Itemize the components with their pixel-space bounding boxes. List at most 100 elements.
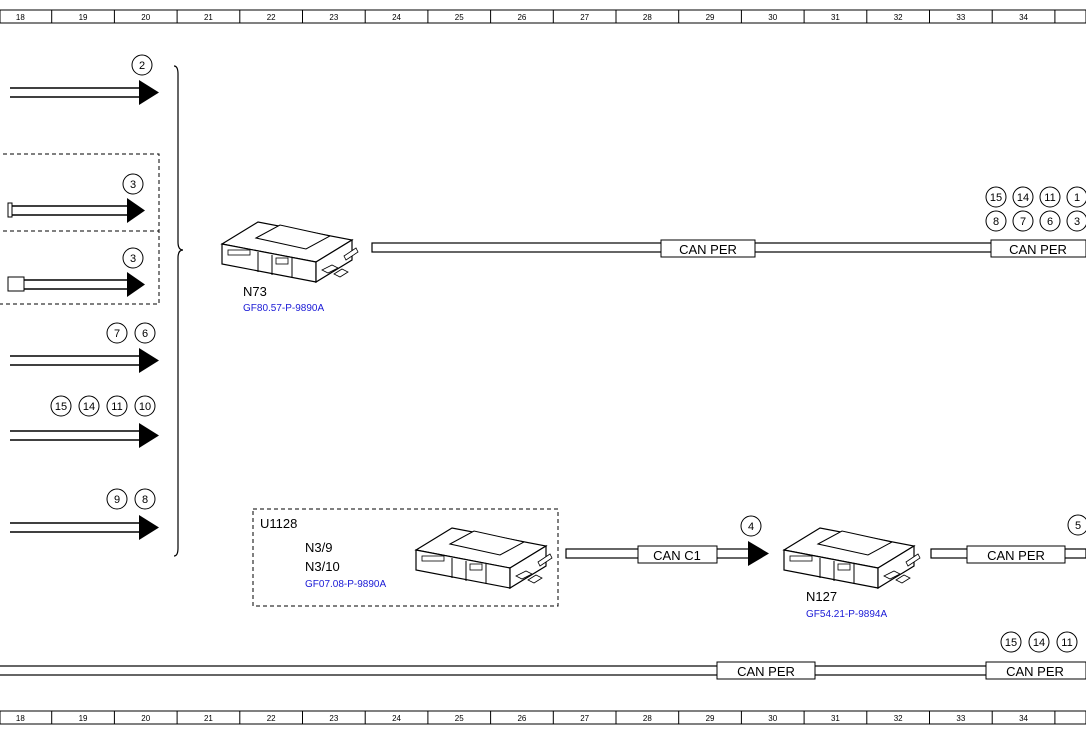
ref-circle-9[interactable]: 9 (106, 488, 128, 510)
ref-circle-6[interactable]: 6 (1039, 210, 1061, 232)
ref-circle-15[interactable]: 15 (985, 186, 1007, 208)
ref-circle-3[interactable]: 3 (122, 247, 144, 269)
can-c1-label: CAN C1 (653, 548, 701, 563)
ref-circle-3[interactable]: 3 (1066, 210, 1086, 232)
ruler-label: 19 (79, 714, 88, 723)
svg-text:3: 3 (1074, 216, 1080, 228)
ruler-label: 33 (956, 714, 965, 723)
ref-circle-14[interactable]: 14 (1028, 631, 1050, 653)
ref-circle-15[interactable]: 15 (1000, 631, 1022, 653)
top-ruler: 18 19 20 21 22 23 24 25 26 27 28 29 30 31 32 33 34 (0, 9, 1086, 24)
ref-circle-6[interactable]: 6 (134, 322, 156, 344)
ruler-label: 34 (1019, 714, 1028, 723)
ruler-label: 18 (16, 13, 25, 22)
ruler-label: 32 (894, 13, 903, 22)
ref-circle-4[interactable]: 4 (740, 515, 762, 537)
can-per-mid-right-label: CAN PER (987, 548, 1045, 563)
n127-label: N127 (806, 589, 837, 604)
svg-text:9: 9 (114, 494, 120, 506)
svg-text:8: 8 (142, 494, 148, 506)
ruler-label: 27 (580, 13, 589, 22)
ref-circle-11[interactable]: 11 (1056, 631, 1078, 653)
n73-module-icon[interactable] (221, 221, 359, 283)
can-per-mid-right-box (966, 545, 1066, 564)
ref-circle-14[interactable]: 14 (78, 395, 100, 417)
ref-circle-7[interactable]: 7 (106, 322, 128, 344)
ruler-label: 30 (768, 714, 777, 723)
can-per-bottom-mid-label: CAN PER (737, 664, 795, 679)
ref-circle-10[interactable]: 10 (134, 395, 156, 417)
ruler-label: 21 (204, 714, 213, 723)
ruler-label: 25 (455, 13, 464, 22)
ruler-label: 28 (643, 13, 652, 22)
left-arrow-5 (10, 423, 159, 448)
can-c1-box (637, 545, 718, 564)
ruler-label: 19 (79, 13, 88, 22)
ref-circle-2[interactable]: 2 (131, 54, 153, 76)
n127-module-icon[interactable] (783, 527, 921, 589)
ref-circle-15[interactable]: 15 (50, 395, 72, 417)
ref-circle-5[interactable]: 5 (1067, 514, 1086, 536)
svg-text:3: 3 (130, 253, 136, 265)
ruler-label: 23 (329, 13, 338, 22)
ruler-label: 26 (517, 714, 526, 723)
svg-text:10: 10 (139, 401, 151, 413)
ref-circle-8[interactable]: 8 (134, 488, 156, 510)
n73-label: N73 (243, 284, 267, 299)
svg-text:7: 7 (114, 328, 120, 340)
ruler-label: 28 (643, 714, 652, 723)
can-per-top-mid-box (660, 239, 756, 258)
svg-text:14: 14 (83, 401, 95, 413)
ref-circle-3[interactable]: 3 (122, 173, 144, 195)
ruler-label: 32 (894, 714, 903, 723)
left-arrow-3 (7, 272, 145, 297)
ruler-label: 20 (141, 714, 150, 723)
ref-circle-7[interactable]: 7 (1012, 210, 1034, 232)
ruler-label: 29 (706, 714, 715, 723)
ruler-label: 18 (16, 714, 25, 723)
can-per-top-right-label: CAN PER (1009, 242, 1067, 257)
ruler-label: 30 (768, 13, 777, 22)
ref-circle-8[interactable]: 8 (985, 210, 1007, 232)
ref-circle-14[interactable]: 14 (1012, 186, 1034, 208)
u1128-label: U1128 (260, 516, 297, 531)
svg-text:2: 2 (139, 60, 145, 72)
dashed-group-box (0, 153, 160, 305)
ruler-label: 22 (267, 714, 276, 723)
ruler-label: 33 (956, 13, 965, 22)
can-per-top-mid-label: CAN PER (679, 242, 737, 257)
n73-ref-link[interactable]: GF80.57-P-9890A (243, 303, 324, 314)
ruler-label: 24 (392, 13, 401, 22)
grouping-brace (173, 65, 184, 557)
svg-text:8: 8 (993, 216, 999, 228)
n3-module-icon[interactable] (415, 527, 553, 589)
can-per-bottom-mid-box (716, 661, 816, 680)
ruler-label: 23 (329, 714, 338, 723)
u1128-ref-link[interactable]: GF07.08-P-9890A (305, 579, 386, 590)
svg-text:6: 6 (142, 328, 148, 340)
ruler-label: 20 (141, 13, 150, 22)
can-per-bottom-right-box (985, 661, 1086, 680)
left-arrow-4 (10, 348, 159, 373)
ruler-label: 25 (455, 714, 464, 723)
ref-circle-11[interactable]: 11 (106, 395, 128, 417)
ref-circle-11[interactable]: 11 (1039, 186, 1061, 208)
u1128-dashed-box (252, 508, 559, 607)
ruler-label: 26 (517, 13, 526, 22)
can-per-bus-bottom (0, 665, 1086, 676)
ruler-label: 31 (831, 13, 840, 22)
ruler-label: 29 (706, 13, 715, 22)
ref-circle-1[interactable]: 1 (1066, 186, 1086, 208)
svg-text:1: 1 (1074, 192, 1080, 204)
ruler-label: 21 (204, 13, 213, 22)
left-arrow-6 (10, 515, 159, 540)
ruler-label: 24 (392, 714, 401, 723)
ruler-label: 27 (580, 714, 589, 723)
n3-10-label: N3/10 (305, 559, 340, 574)
svg-text:3: 3 (130, 179, 136, 191)
ruler-label: 31 (831, 714, 840, 723)
svg-text:6: 6 (1047, 216, 1053, 228)
ruler-label: 22 (267, 13, 276, 22)
n127-ref-link[interactable]: GF54.21-P-9894A (806, 609, 887, 620)
ruler-label: 34 (1019, 13, 1028, 22)
